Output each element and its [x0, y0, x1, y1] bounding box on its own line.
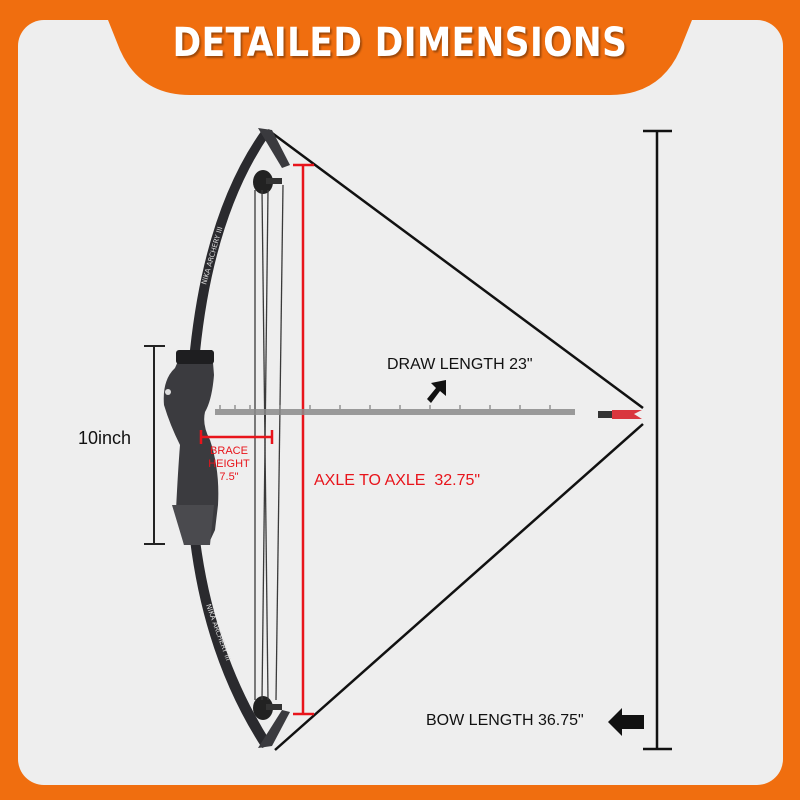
- grip-height-bar: [144, 345, 165, 545]
- bow-length-label: BOW LENGTH 36.75": [426, 712, 584, 729]
- riser-grip: [163, 350, 219, 545]
- draw-line-top: [267, 128, 644, 410]
- page-title: DETAILED DIMENSIONS: [172, 20, 628, 66]
- axle-to-axle-bar: [293, 163, 314, 716]
- top-cam: [253, 170, 282, 194]
- arrow: [215, 405, 642, 419]
- draw-line-bottom: [274, 423, 644, 751]
- bow-length-bar: [643, 129, 672, 751]
- brace-height-value: 7.5": [219, 471, 239, 483]
- bottom-cam: [253, 696, 282, 720]
- brace-height-line1: BRACE: [210, 445, 248, 457]
- svg-text:NIKA ARCHERY III: NIKA ARCHERY III: [200, 226, 224, 286]
- brace-height-bar: [199, 430, 274, 444]
- upper-limb: [190, 130, 270, 352]
- up-right-arrow-icon: [427, 380, 446, 403]
- nock: [598, 411, 612, 418]
- draw-length-label: DRAW LENGTH 23": [387, 356, 533, 373]
- content-panel: [18, 20, 783, 785]
- brace-height-label: BRACE HEIGHT 7.5": [204, 445, 254, 484]
- header-tab: [100, 0, 700, 95]
- grip-height-label: 10inch: [78, 428, 132, 448]
- bow: NIKA ARCHERY III NIKA ARCHERY III: [163, 128, 290, 748]
- axle-to-axle-label: AXLE TO AXLE 32.75": [314, 472, 481, 489]
- left-arrow-icon: [608, 708, 644, 736]
- lower-limb: [190, 540, 272, 748]
- brace-height-line2: HEIGHT: [208, 458, 250, 470]
